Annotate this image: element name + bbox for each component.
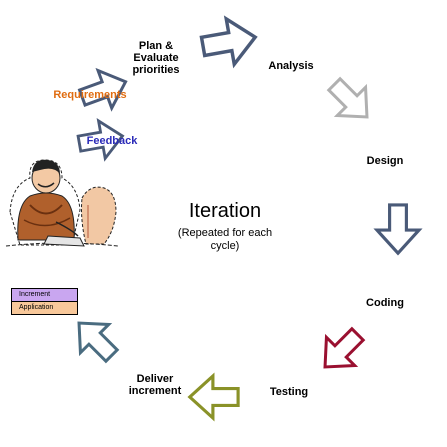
stage-label-plan: Plan & Evaluate priorities: [132, 40, 180, 76]
arrow-testing-to-deliver: [188, 374, 240, 420]
increment-box: Increment: [11, 288, 78, 302]
stage-label-deliver: Deliver increment: [128, 373, 182, 397]
arrow-deliver-to-increment: [63, 307, 128, 372]
application-box: Application: [11, 301, 78, 315]
center-title: Iteration: [188, 200, 262, 222]
arrow-plan-to-analysis: [197, 12, 261, 71]
stage-label-design: Design: [366, 155, 404, 167]
requirements-label: Requirements: [53, 89, 127, 101]
arrow-coding-to-testing: [309, 318, 374, 383]
feedback-label: Feedback: [86, 135, 138, 147]
arrow-design-to-coding: [375, 203, 421, 255]
stage-label-analysis: Analysis: [268, 60, 314, 72]
stage-label-testing: Testing: [269, 386, 309, 398]
center-subtitle: (Repeated for each cycle): [177, 227, 273, 252]
stage-label-coding: Coding: [366, 297, 404, 309]
person-at-computer-icon: [5, 159, 119, 247]
arrow-analysis-to-design: [318, 68, 383, 133]
